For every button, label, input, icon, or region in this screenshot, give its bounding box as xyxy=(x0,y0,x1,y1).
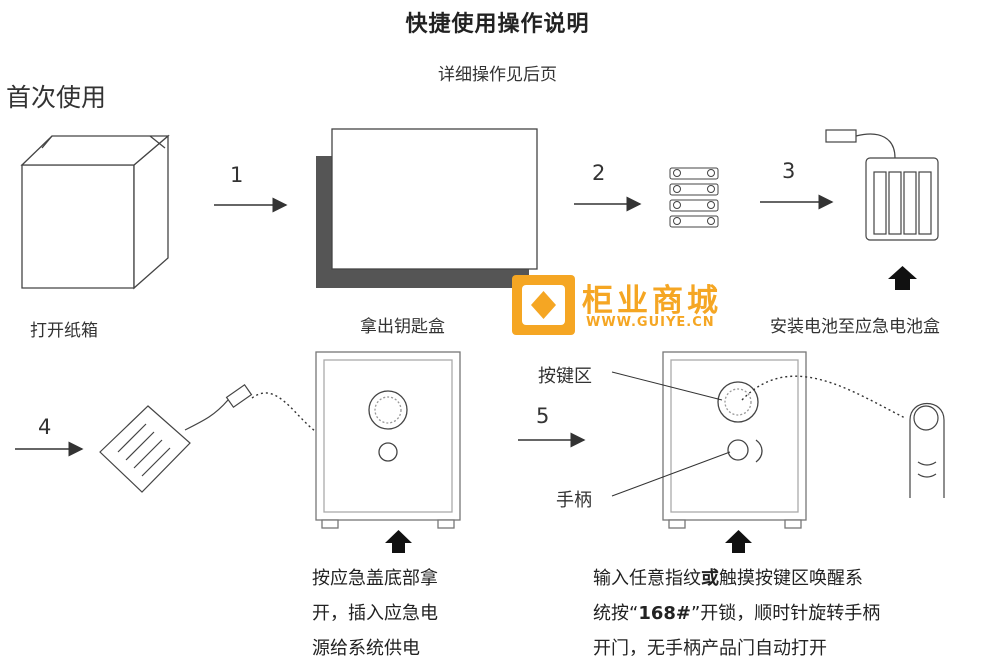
up-arrow-battery-box xyxy=(888,266,917,290)
step-1-number: 1 xyxy=(230,163,244,187)
step-3-number: 3 xyxy=(782,159,796,183)
step4-line-1: 按应急盖底部拿 xyxy=(312,568,438,589)
step-2-number: 2 xyxy=(592,161,606,185)
emergency-battery-box-illustration xyxy=(825,129,939,241)
safe-illustration-step5 xyxy=(662,351,807,529)
up-arrow-step5 xyxy=(725,530,752,553)
step5-line-1: 输入任意指纹或触摸按键区唤醒系 xyxy=(593,568,863,589)
watermark-url: WWW.GUIYE.CN xyxy=(586,315,715,330)
caption-install-battery: 安装电池至应急电池盒 xyxy=(770,317,940,337)
step4-battery-box-illustration xyxy=(99,383,253,493)
finger-illustration xyxy=(909,403,945,498)
batteries-illustration xyxy=(669,167,719,228)
step4-line-3: 源给系统供电 xyxy=(312,638,420,659)
keypad-leader-line xyxy=(611,371,723,401)
key-box-illustration xyxy=(316,128,538,288)
label-handle: 手柄 xyxy=(556,490,592,511)
step-5-number: 5 xyxy=(536,404,550,428)
step4-instructions: 按应急盖底部拿 开，插入应急电 源给系统供电 xyxy=(312,561,438,666)
watermark-name: 柜业商城 xyxy=(582,283,722,319)
step5-line-2: 统按“168#”开锁，顺时针旋转手柄 xyxy=(593,603,881,624)
dotted-cable-step4 xyxy=(251,392,383,441)
step4-line-2: 开，插入应急电 xyxy=(312,603,438,624)
page-subtitle: 详细操作见后页 xyxy=(438,65,557,85)
watermark-logo-mark xyxy=(512,275,575,335)
dotted-touch-path xyxy=(741,375,906,419)
up-arrow-step4 xyxy=(385,530,412,553)
step-4-number: 4 xyxy=(38,415,52,439)
section-first-use: 首次使用 xyxy=(6,83,107,112)
caption-take-key-box: 拿出钥匙盒 xyxy=(360,317,445,337)
page-title: 快捷使用操作说明 xyxy=(405,12,590,37)
caption-open-box: 打开纸箱 xyxy=(30,321,98,341)
cardboard-box-illustration xyxy=(20,134,170,290)
safe-illustration-step4 xyxy=(315,351,461,529)
step5-line-3: 开门，无手柄产品门自动打开 xyxy=(593,638,827,659)
handle-leader-line xyxy=(611,451,731,497)
step5-instructions: 输入任意指纹或触摸按键区唤醒系 统按“168#”开锁，顺时针旋转手柄 开门，无手… xyxy=(593,561,880,666)
label-keypad-area: 按键区 xyxy=(538,366,592,387)
